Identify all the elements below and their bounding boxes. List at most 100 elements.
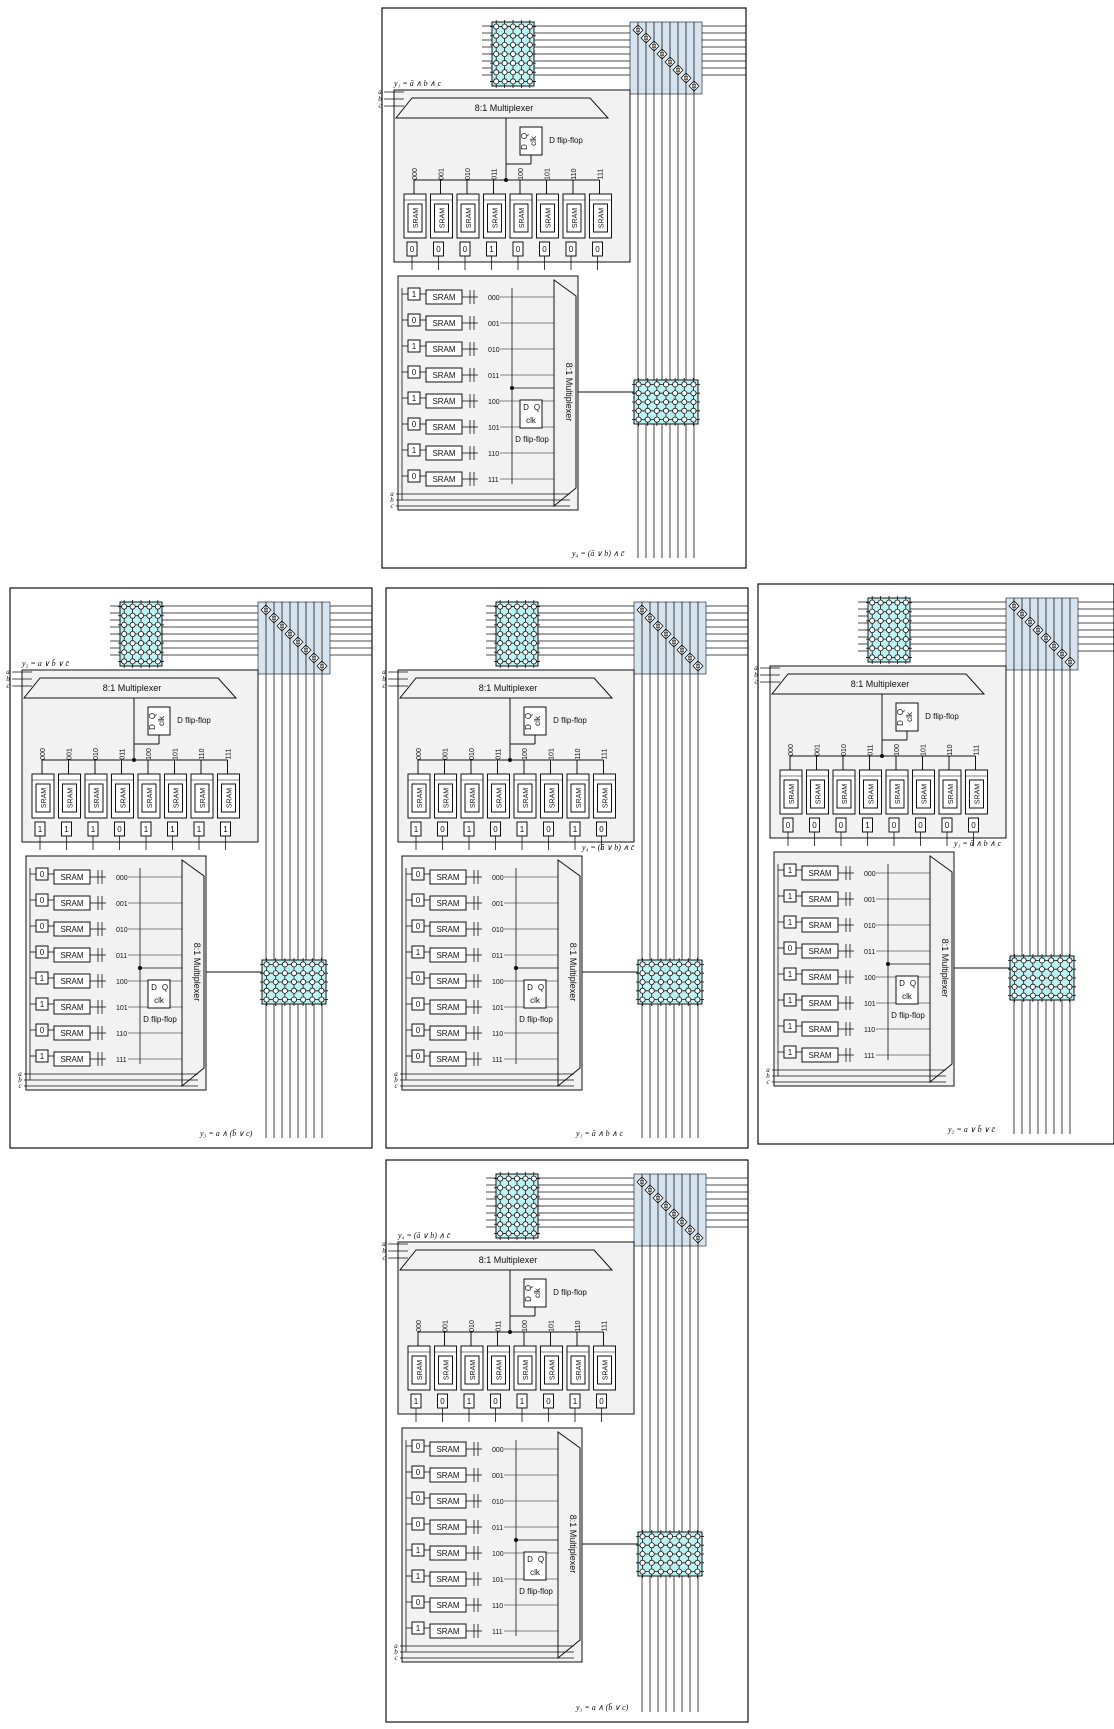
crossbar-node <box>522 1184 529 1191</box>
crossbar-node <box>497 1230 504 1237</box>
sram-label: SRAM <box>576 788 583 808</box>
config-bit-value: 1 <box>865 821 870 830</box>
clk-label: clk <box>529 135 538 146</box>
crossbar-node <box>1039 966 1046 973</box>
svg-text:Q: Q <box>524 1285 533 1291</box>
input-label: c <box>766 1078 770 1086</box>
crossbar-node <box>648 961 655 968</box>
crossbar-node <box>639 1568 646 1575</box>
config-bit-value: 1 <box>412 342 417 351</box>
input-label: a <box>394 1642 398 1650</box>
address-label: 010 <box>492 927 504 934</box>
input-label: a <box>382 668 386 676</box>
address-label: 101 <box>488 425 500 432</box>
address-label: 001 <box>864 897 876 904</box>
sram-label: SRAM <box>895 784 902 804</box>
sram-label: SRAM <box>432 371 455 380</box>
switch-box <box>1005 597 1079 671</box>
crossbar-node <box>493 41 500 48</box>
address-label: 011 <box>864 949 875 956</box>
svg-text:Q: Q <box>524 713 533 719</box>
config-bit-value: 1 <box>40 974 45 983</box>
crossbar-node <box>644 416 651 423</box>
crossbar-node <box>894 654 901 661</box>
sram-label: SRAM <box>436 1003 459 1012</box>
dff-label: D flip-flop <box>515 435 549 444</box>
crossbar-node <box>653 398 660 405</box>
crossbar-node <box>635 381 642 388</box>
sram-label: SRAM <box>60 1029 83 1038</box>
crossbar-node <box>1057 957 1064 964</box>
config-bit-value: 0 <box>117 825 122 834</box>
crossbar-node <box>639 970 646 977</box>
crossbar-node <box>1039 975 1046 982</box>
crossbar-node <box>1020 975 1027 982</box>
crossbar-node <box>129 640 136 647</box>
crossbar-node <box>518 23 525 30</box>
crossbar-node <box>877 645 884 652</box>
multiplexer <box>557 1431 581 1660</box>
address-label: 000 <box>116 875 128 882</box>
crossbar-node <box>318 996 325 1003</box>
address-label: 100 <box>116 979 128 986</box>
address-label: 100 <box>492 1551 504 1558</box>
crossbar-node <box>530 1193 537 1200</box>
crossbar-node <box>497 612 504 619</box>
crossbar-node <box>639 987 646 994</box>
sram-label: SRAM <box>60 899 83 908</box>
address-label: 010 <box>469 748 476 760</box>
crossbar-node <box>514 658 521 665</box>
crossbar-node <box>526 32 533 39</box>
sram-label: SRAM <box>550 1360 557 1380</box>
config-bit-value: 0 <box>786 821 791 830</box>
crossbar-node <box>902 608 909 615</box>
multiplexer <box>181 859 205 1088</box>
sram-label: SRAM <box>413 208 420 228</box>
crossbar-node <box>137 640 144 647</box>
crossbar-node <box>694 1568 701 1575</box>
crossbar-node <box>902 636 909 643</box>
crossbar-node <box>505 1221 512 1228</box>
crossbar-node <box>869 617 876 624</box>
sram-label: SRAM <box>60 951 83 960</box>
dff-label: D flip-flop <box>925 712 959 721</box>
sram-label: SRAM <box>572 208 579 228</box>
crossbar-node <box>121 631 128 638</box>
config-bit-value: 0 <box>945 821 950 830</box>
crossbar-node <box>672 416 679 423</box>
crossbar-node <box>522 603 529 610</box>
crossbar-node <box>514 631 521 638</box>
dff-label: D flip-flop <box>519 1587 553 1596</box>
svg-text:Q: Q <box>534 403 540 412</box>
config-bit-value: 0 <box>410 245 415 254</box>
sram-label: SRAM <box>436 899 459 908</box>
block-frame <box>401 855 583 1091</box>
config-bit-value: 0 <box>599 1397 604 1406</box>
sram-label: SRAM <box>519 208 526 228</box>
crossbar-node <box>493 32 500 39</box>
svg-text:Q: Q <box>162 983 168 992</box>
crossbar-node <box>1057 992 1064 999</box>
crossbar-node <box>681 381 688 388</box>
sram-label: SRAM <box>789 784 796 804</box>
crossbar-node <box>146 658 153 665</box>
crossbar-node <box>497 640 504 647</box>
address-label: 110 <box>116 1031 127 1038</box>
crossbar-node <box>663 390 670 397</box>
crossbar-node <box>1020 992 1027 999</box>
crossbar-node <box>137 658 144 665</box>
